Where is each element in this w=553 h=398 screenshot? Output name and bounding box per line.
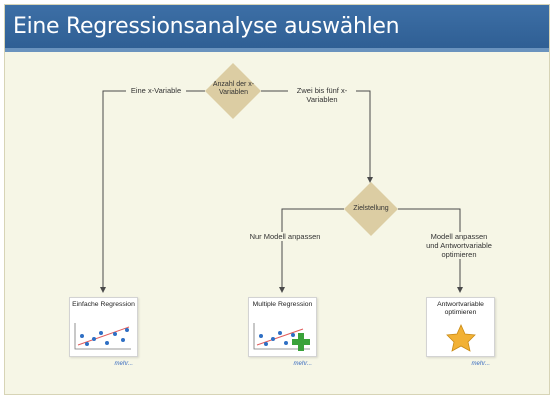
title-divider [5,48,549,52]
card-response-optimizer[interactable]: Antwortvariable optimieren mehr... [426,297,495,367]
card-simple-regression[interactable]: Einfache Regression mehr... [69,297,138,367]
more-link-simple-regression[interactable]: mehr... [114,361,133,367]
scatter-plot-icon [74,323,131,350]
decision-label-goal: Zielstellung [353,205,389,212]
card-title-response-optimizer: Antwortvariable optimieren [437,301,484,316]
branch-label-one-x: Eine x-Variable [126,86,186,95]
connector-one-x [100,90,205,293]
connector-two-to-five-x [261,90,373,183]
card-title-multiple-regression: Multiple Regression [252,301,313,308]
more-link-multiple-regression[interactable]: mehr... [293,361,312,367]
decision-diamond-goal [344,182,398,236]
branch-label-two-to-five-x: Zwei bis fünf x-Variablen [288,86,356,104]
card-multiple-regression[interactable]: Multiple Regression mehr... [248,297,317,367]
card-title-simple-regression: Einfache Regression [72,301,135,308]
branch-label-fit-and-optimize: Modell anpassen und Antwortvariable opti… [424,232,494,259]
more-link-response-optimizer[interactable]: mehr... [471,361,490,367]
star-icon [446,324,476,352]
branch-label-fit-only: Nur Modell anpassen [242,232,328,241]
page-title: Eine Regressionsanalyse auswählen [5,5,549,48]
scatter-plot-plus-icon [253,323,310,351]
connector-fit-only [279,208,344,293]
decision-diamond-x-count [205,63,261,119]
decision-label-x-count: Anzahl der x-Variablen [212,81,255,97]
connector-fit-and-optimize [398,208,463,293]
